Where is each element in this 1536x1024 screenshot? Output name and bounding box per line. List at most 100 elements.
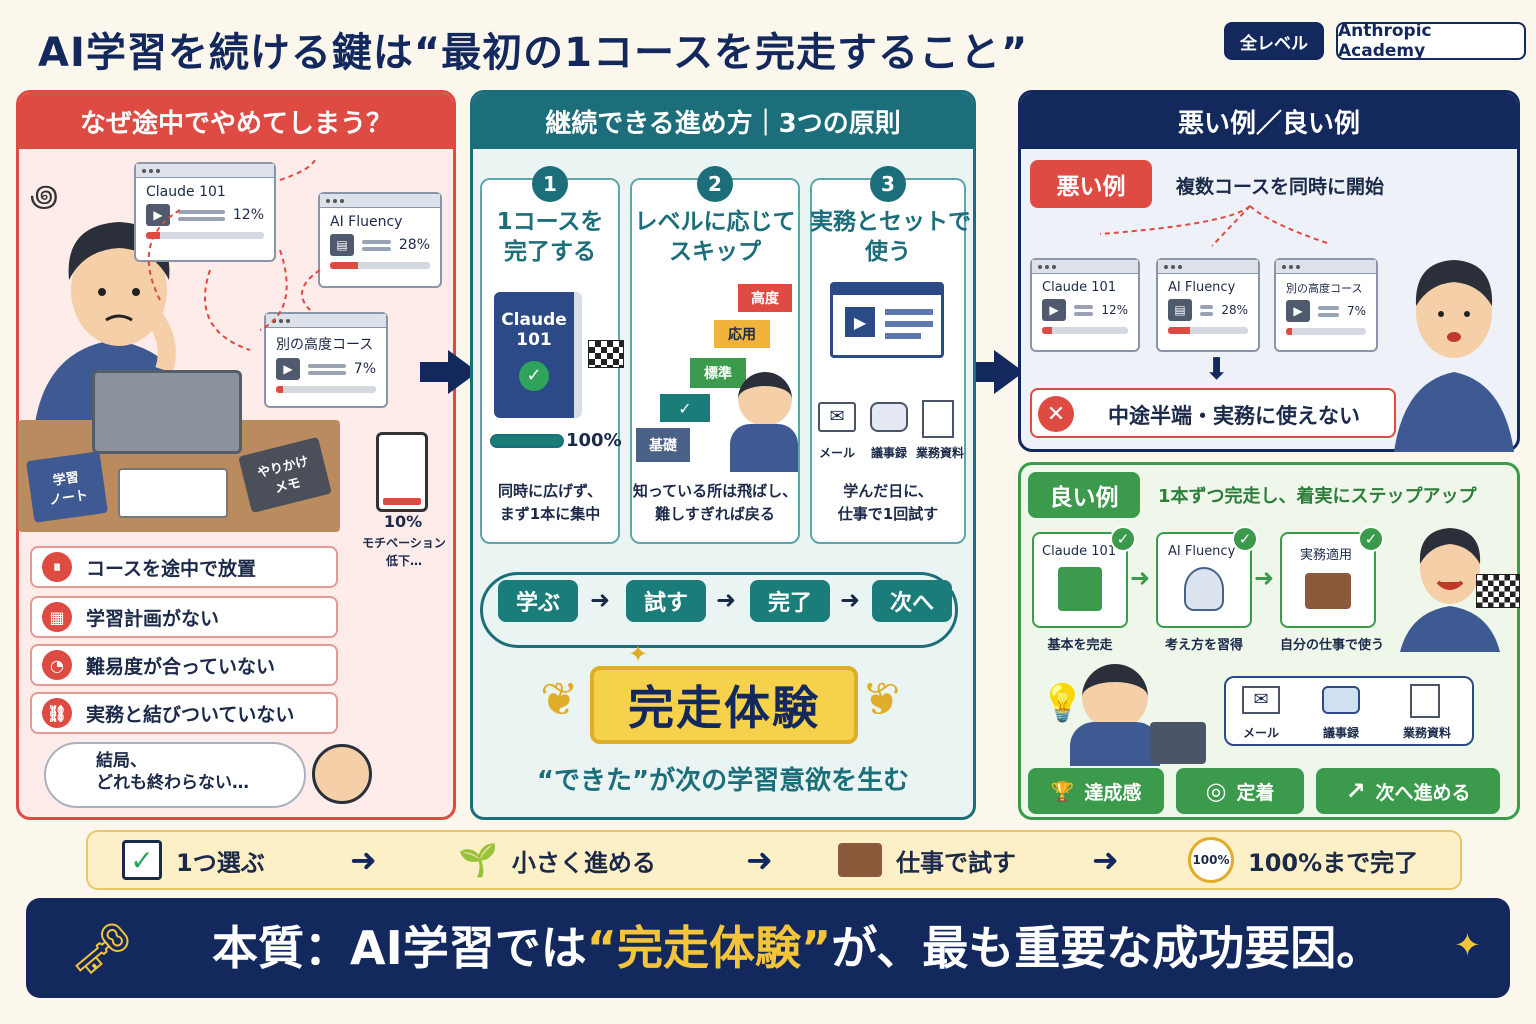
key-icon: 🗝 <box>70 920 134 978</box>
action-flow-strip: ✓ 1つ選ぶ ➜ 🌱 小さく進める ➜ 仕事で試す ➜ 100% 100%まで完… <box>86 830 1462 890</box>
principle-title: レベルに応じてスキップ <box>634 209 796 265</box>
principle-title: 実務とセットで使う <box>810 209 971 265</box>
stress-swirl-icon: ꩜ <box>30 179 59 214</box>
level-step: 高度 <box>738 284 792 312</box>
principle-number: 1 <box>532 166 568 202</box>
sparkle-icon: ✦ <box>628 640 649 668</box>
conclusion-prefix: 本質：AI学習では <box>212 921 587 975</box>
arrow-right-icon: ➜ <box>1254 564 1275 592</box>
play-icon: ▶ <box>1286 300 1310 322</box>
arrow-right-icon: ➜ <box>840 586 861 614</box>
work-item-label: 議事録 <box>1322 726 1359 740</box>
check-badge-icon: ✓ <box>1358 526 1384 552</box>
flow-item: 仕事で試す <box>838 832 1016 888</box>
arrow-right-icon: ➜ <box>350 841 377 879</box>
course-card: AI Fluency ▤28% <box>1156 258 1260 352</box>
principle-card <box>810 178 966 544</box>
bad-example-desc: 複数コースを同時に開始 <box>1176 176 1385 198</box>
play-icon: ▶ <box>146 204 170 226</box>
principle-desc: 知っている所は飛ばし、難しすぎれば戻る <box>632 482 798 523</box>
stressed-person-illustration <box>1394 222 1514 452</box>
level-badge: 全レベル <box>1224 22 1324 60</box>
reason-item: ◔難易度が合っていない <box>30 644 338 686</box>
complete-percent: 100% <box>566 430 622 451</box>
why-quit-heading: なぜ途中でやめてしまう？ <box>19 93 453 149</box>
battery-label: モチベーション <box>362 536 446 550</box>
course-card: Claude 101 ▶12% <box>1030 258 1140 352</box>
spread-arrows <box>1099 205 1331 247</box>
good-example-badge: 良い例 <box>1028 472 1140 518</box>
open-book-illustration <box>118 468 228 518</box>
gauge-icon: ◔ <box>42 650 72 680</box>
examples-heading: 悪い例／良い例 <box>1021 93 1517 149</box>
lightbulb-icon: 💡 <box>1040 683 1085 724</box>
briefcase-icon <box>838 843 882 877</box>
mail-icon: ✉ <box>818 402 856 432</box>
working-person-illustration <box>1082 664 1148 730</box>
progress-bar <box>146 232 264 239</box>
book-icon <box>1058 567 1102 611</box>
briefcase-icon <box>1305 573 1351 609</box>
progress-bar <box>1168 327 1248 334</box>
scatter-arrows <box>147 160 321 351</box>
flow-item: 100% 100%まで完了 <box>1188 832 1418 888</box>
progress-bar <box>1286 328 1366 335</box>
course-card: AI Fluency ▤28% <box>318 192 442 288</box>
thought-cloud: 結局、 どれも終わらない… <box>44 742 306 808</box>
good-step-caption: 自分の仕事で使う <box>1279 638 1384 653</box>
battery-icon <box>376 432 428 512</box>
conclusion-text: 本質：AI学習では“完走体験”が、最も重要な成功要因。 <box>212 912 1382 978</box>
notebook-illustration: 学習 ノート <box>26 451 108 523</box>
laurel-right-icon: ❦ <box>862 672 901 726</box>
battery-percent: 10% <box>383 512 423 531</box>
down-arrow-icon: ⬇ <box>1204 352 1230 387</box>
conclusion-suffix: が、最も重要な成功要因。 <box>831 921 1383 975</box>
work-item-label: 業務資料 <box>915 446 964 460</box>
level-step: 基礎 <box>636 428 690 462</box>
mail-icon: ✉ <box>1242 686 1280 714</box>
check-badge-icon: ✓ <box>1232 526 1258 552</box>
work-item-label: 業務資料 <box>1402 726 1451 740</box>
principle-desc: 学んだ日に、仕事で1回試す <box>837 482 939 523</box>
progress-bar <box>276 386 376 393</box>
principles-heading: 継続できる進め方｜3つの原則 <box>473 93 973 149</box>
level-step: 標準 <box>690 358 746 388</box>
brand-badge: Anthropic Academy <box>1336 21 1526 61</box>
checkered-flag-icon <box>588 340 624 368</box>
flow-item: ✓ 1つ選ぶ <box>122 832 265 888</box>
laptop-illustration <box>92 370 242 454</box>
sad-face-icon <box>312 744 372 804</box>
minutes-icon <box>870 402 908 432</box>
principle-desc: 同時に広げず、まず1本に集中 <box>498 482 602 523</box>
cross-icon: ✕ <box>1038 396 1074 432</box>
cycle-step: 試す <box>626 580 706 622</box>
play-icon: ▶ <box>1042 299 1066 321</box>
principle-number: 3 <box>870 166 906 202</box>
video-window-icon: ▶ <box>830 282 944 358</box>
working-person-body <box>1070 722 1160 766</box>
broken-link-icon: ⛓ <box>42 698 72 728</box>
reason-item: ⛓実務と結びついていない <box>30 692 338 734</box>
target-icon: ◎ <box>1205 777 1227 805</box>
level-step: 応用 <box>714 320 770 348</box>
play-icon: ▶ <box>845 307 875 337</box>
work-item-label: 議事録 <box>870 446 907 460</box>
trend-up-icon: ↗ <box>1345 777 1366 805</box>
brain-icon <box>1184 567 1224 611</box>
page-title: AI学習を続ける鍵は“最初の1コースを完走すること” <box>38 30 1029 76</box>
principle-number: 2 <box>697 166 733 202</box>
bad-result-text: 中途半端・実務に使えない <box>1108 404 1360 428</box>
good-step-card: Claude 101 <box>1032 532 1128 628</box>
battery-label: 低下… <box>385 554 422 568</box>
cycle-step: 学ぶ <box>498 580 578 622</box>
good-example-desc: 1本ずつ完走し、着実にステップアップ <box>1158 486 1477 507</box>
course-card: 別の高度コース ▶7% <box>1274 258 1378 352</box>
good-step-card: AI Fluency <box>1156 532 1252 628</box>
cycle-step: 完了 <box>750 580 830 622</box>
book-icon: Claude 101 ✓ <box>494 292 582 418</box>
outcome-badge: 🏆達成感 <box>1028 768 1164 814</box>
course-card: 別の高度コース ▶7% <box>264 312 388 408</box>
tagline: “できた”が次の学習意欲を生む <box>536 766 910 796</box>
arrow-shaft <box>420 362 450 382</box>
good-step-caption: 考え方を習得 <box>1164 638 1243 653</box>
